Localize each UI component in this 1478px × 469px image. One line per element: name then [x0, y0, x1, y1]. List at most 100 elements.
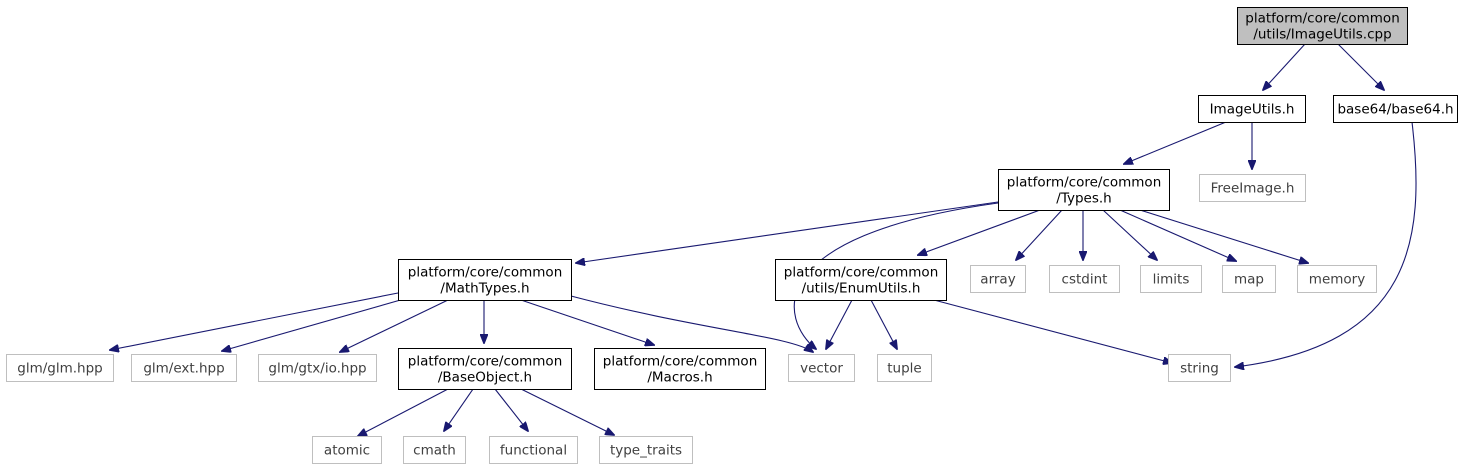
node-label: /Types.h [1056, 191, 1111, 207]
edge-mathtypes-h-to-macros-h [520, 299, 654, 345]
node-box [1237, 7, 1408, 45]
node-tuple: tuple [877, 354, 932, 382]
edge-types-h-to-memory [1139, 209, 1308, 263]
node-label: map [1234, 272, 1264, 288]
node-box [6, 354, 114, 382]
edge-types-h-to-mathtypes-h [576, 201, 999, 263]
edge-enumutils-h-to-tuple [870, 299, 897, 349]
edge-mathtypes-h-to-glm-gtx-io [340, 299, 449, 352]
node-types-h[interactable]: platform/core/common/Types.h [998, 169, 1170, 211]
node-label: /utils/ImageUtils.cpp [1253, 27, 1391, 43]
node-freeimage-h: FreeImage.h [1199, 174, 1306, 202]
node-limits: limits [1140, 265, 1202, 293]
node-box [1333, 95, 1458, 123]
node-box [1199, 174, 1306, 202]
node-box [1049, 265, 1120, 293]
node-label: /BaseObject.h [438, 370, 532, 386]
node-imageutils-h[interactable]: ImageUtils.h [1198, 95, 1306, 123]
edge-types-h-to-enumutils-h [918, 209, 1041, 255]
node-label: platform/core/common [408, 354, 563, 370]
node-baseobject-h[interactable]: platform/core/common/BaseObject.h [398, 348, 572, 390]
node-label: /Macros.h [647, 370, 712, 386]
edge-baseobject-h-to-functional [494, 388, 528, 431]
node-box [970, 265, 1026, 293]
edge-enumutils-h-to-vector [826, 299, 853, 349]
node-box [594, 348, 766, 390]
node-label: limits [1153, 272, 1190, 288]
edge-imageutils-cpp-to-base64-h [1337, 43, 1384, 90]
edge-baseobject-h-to-atomic [358, 388, 449, 436]
node-enumutils-h[interactable]: platform/core/common/utils/EnumUtils.h [775, 259, 947, 301]
edge-imageutils-cpp-to-imageutils-h [1263, 43, 1306, 90]
node-box [599, 436, 693, 464]
node-glm-ext: glm/ext.hpp [131, 354, 237, 382]
node-box [1140, 265, 1202, 293]
node-type-traits: type_traits [599, 436, 693, 464]
node-label: FreeImage.h [1211, 181, 1295, 197]
node-box [877, 354, 932, 382]
node-label: glm/glm.hpp [17, 361, 102, 377]
node-label: memory [1309, 272, 1365, 288]
node-box [258, 354, 377, 382]
node-label: type_traits [610, 443, 682, 459]
node-label: glm/gtx/io.hpp [268, 361, 366, 377]
node-label: /utils/EnumUtils.h [802, 281, 921, 297]
node-label: platform/core/common [1007, 175, 1162, 191]
node-box [398, 259, 572, 301]
node-box [1222, 265, 1276, 293]
node-functional: functional [489, 436, 578, 464]
edge-types-h-to-map [1119, 209, 1236, 261]
node-box [1198, 95, 1306, 123]
node-label: cstdint [1062, 272, 1108, 288]
node-label: array [980, 272, 1015, 288]
edges-layer [110, 43, 1417, 436]
node-cmath: cmath [403, 436, 466, 464]
node-box [1297, 265, 1377, 293]
node-label: functional [500, 443, 567, 459]
node-label: glm/ext.hpp [143, 361, 224, 377]
node-box [312, 436, 382, 464]
node-label: cmath [413, 443, 456, 459]
node-glm-glm: glm/glm.hpp [6, 354, 114, 382]
node-label: base64/base64.h [1337, 102, 1453, 118]
node-label: atomic [324, 443, 370, 459]
node-label: /MathTypes.h [440, 281, 529, 297]
node-array: array [970, 265, 1026, 293]
node-label: platform/core/common [408, 265, 563, 281]
edge-mathtypes-h-to-glm-ext [222, 298, 405, 351]
node-macros-h[interactable]: platform/core/common/Macros.h [594, 348, 766, 390]
node-label: platform/core/common [784, 265, 939, 281]
node-box [131, 354, 237, 382]
nodes-layer: platform/core/common/utils/ImageUtils.cp… [6, 7, 1458, 464]
edge-mathtypes-h-to-glm-glm [110, 292, 399, 350]
edge-types-h-to-array [1016, 209, 1063, 260]
node-string: string [1168, 354, 1231, 382]
node-box [788, 354, 855, 382]
node-vector: vector [788, 354, 855, 382]
node-box [403, 436, 466, 464]
node-imageutils-cpp[interactable]: platform/core/common/utils/ImageUtils.cp… [1237, 7, 1408, 45]
edge-imageutils-h-to-types-h [1124, 121, 1227, 164]
node-label: tuple [887, 361, 921, 377]
node-memory: memory [1297, 265, 1377, 293]
node-label: ImageUtils.h [1210, 102, 1295, 118]
edge-enumutils-h-to-string [933, 299, 1172, 363]
node-cstdint: cstdint [1049, 265, 1120, 293]
node-base64-h[interactable]: base64/base64.h [1333, 95, 1458, 123]
node-box [1168, 354, 1231, 382]
node-box [775, 259, 947, 301]
node-label: platform/core/common [1245, 11, 1400, 27]
node-box [998, 169, 1170, 211]
edge-mathtypes-h-to-vector [570, 295, 813, 352]
edge-baseobject-h-to-type-traits [520, 388, 614, 435]
edge-baseobject-h-to-cmath [444, 388, 474, 431]
node-box [398, 348, 572, 390]
node-label: string [1180, 361, 1219, 377]
node-map: map [1222, 265, 1276, 293]
node-mathtypes-h[interactable]: platform/core/common/MathTypes.h [398, 259, 572, 301]
node-label: vector [800, 361, 843, 377]
node-box [489, 436, 578, 464]
node-label: platform/core/common [603, 354, 758, 370]
